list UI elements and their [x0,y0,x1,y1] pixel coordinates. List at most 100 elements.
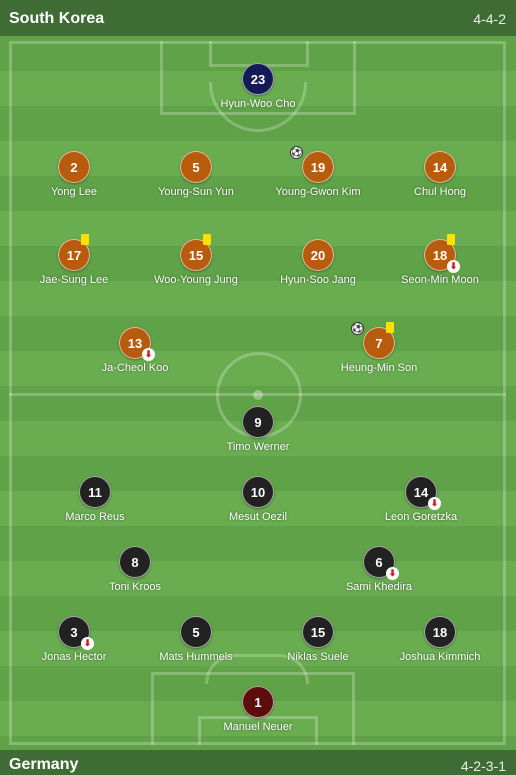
player-name[interactable]: Yong Lee [50,186,98,198]
player-number-badge[interactable]: 13⬇ [119,327,155,361]
player-number-badge[interactable]: 19⚽ [290,146,334,183]
sub-out-arrow-icon: ⬇ [447,260,460,273]
player-home-11[interactable]: 7⚽ Heung-Min Son [309,322,449,374]
sub-out-arrow-icon: ⬇ [81,637,94,650]
player-name[interactable]: Seon-Min Moon [401,274,479,286]
center-spot [253,390,263,400]
player-name[interactable]: Toni Kroos [109,581,161,593]
player-number-badge[interactable]: 15 [302,616,334,648]
player-name[interactable]: Leon Goretzka [384,511,458,523]
player-number: 8 [131,555,139,570]
player-number: 7 [375,336,383,351]
player-number-badge[interactable]: 15 [180,234,212,271]
player-away-6[interactable]: 6⬇ Sami Khedira [309,546,449,593]
player-number: 14 [413,485,429,500]
player-number: 5 [192,160,200,175]
player-number: 23 [250,72,266,87]
player-away-11[interactable]: 1 Manuel Neuer [188,686,328,733]
player-number: 17 [66,248,82,263]
sub-out-arrow-icon: ⬇ [142,348,155,361]
yellow-card-icon [81,234,89,245]
player-number: 6 [375,555,383,570]
player-home-10[interactable]: 13⬇ Ja-Cheol Koo [65,327,205,374]
player-number-badge[interactable]: 18⬇ [424,234,460,273]
player-away-1[interactable]: 9 Timo Werner [188,406,328,453]
player-number-badge[interactable]: 23 [242,63,274,95]
player-number-badge[interactable]: 14⬇ [405,476,441,510]
player-number-badge[interactable]: 14 [424,151,456,183]
away-team-name[interactable]: Germany [9,756,79,773]
player-number-badge[interactable]: 17 [58,234,90,271]
player-home-5[interactable]: 14 Chul Hong [370,151,510,198]
player-name[interactable]: Marco Reus [65,511,125,523]
away-formation: 4-2-3-1 [460,758,506,774]
player-number: 9 [254,415,262,430]
player-away-5[interactable]: 8 Toni Kroos [65,546,205,593]
sub-out-arrow-icon: ⬇ [428,497,441,510]
player-home-3[interactable]: 5 Young-Sun Yun [126,151,266,198]
home-formation: 4-4-2 [473,11,506,27]
player-name[interactable]: Timo Werner [226,441,290,453]
player-name[interactable]: Sami Khedira [345,581,413,593]
player-number: 14 [432,160,448,175]
player-number-badge[interactable]: 3⬇ [58,616,94,650]
home-team-header: South Korea 4-4-2 [0,0,516,36]
player-away-8[interactable]: 5 Mats Hummels [126,616,266,663]
player-home-8[interactable]: 20 Hyun-Soo Jang [248,239,388,286]
player-number: 15 [188,248,204,263]
player-number: 18 [432,248,448,263]
player-name[interactable]: Hyun-Soo Jang [280,274,356,286]
player-number-badge[interactable]: 6⬇ [363,546,399,580]
player-number: 18 [432,625,448,640]
player-name[interactable]: Chul Hong [414,186,466,198]
player-number-badge[interactable]: 1 [242,686,274,718]
player-name[interactable]: Young-Sun Yun [158,186,234,198]
yellow-card-icon [386,322,394,333]
player-away-9[interactable]: 15 Niklas Suele [248,616,388,663]
player-name[interactable]: Young-Gwon Kim [275,186,361,198]
player-away-2[interactable]: 11 Marco Reus [25,476,165,523]
player-away-4[interactable]: 14⬇ Leon Goretzka [351,476,491,523]
player-number-badge[interactable]: 5 [180,616,212,648]
away-team-footer: Germany 4-2-3-1 [0,750,516,775]
player-name[interactable]: Woo-Young Jung [154,274,238,286]
player-home-7[interactable]: 15 Woo-Young Jung [126,234,266,286]
player-number-badge[interactable]: 10 [242,476,274,508]
player-number-badge[interactable]: 20 [302,239,334,271]
player-home-4[interactable]: 19⚽ Young-Gwon Kim [248,146,388,198]
player-away-3[interactable]: 10 Mesut Oezil [188,476,328,523]
player-home-6[interactable]: 17 Jae-Sung Lee [4,234,144,286]
home-team-name[interactable]: South Korea [9,10,105,27]
player-number: 2 [70,160,78,175]
player-number-badge[interactable]: 9 [242,406,274,438]
player-name[interactable]: Joshua Kimmich [399,651,481,663]
yellow-card-icon [447,234,455,245]
player-number: 15 [310,625,326,640]
yellow-card-icon [203,234,211,245]
player-number-badge[interactable]: 5 [180,151,212,183]
player-name[interactable]: Manuel Neuer [223,721,293,733]
player-name[interactable]: Ja-Cheol Koo [101,362,169,374]
player-home-1[interactable]: 23 Hyun-Woo Cho [188,63,328,110]
player-name[interactable]: Jonas Hector [41,651,107,663]
player-name[interactable]: Heung-Min Son [340,362,418,374]
player-number-badge[interactable]: 8 [119,546,151,578]
player-name[interactable]: Hyun-Woo Cho [220,98,296,110]
player-name[interactable]: Mats Hummels [159,651,233,663]
player-number-badge[interactable]: 18 [424,616,456,648]
player-number: 11 [88,485,102,500]
player-away-10[interactable]: 18 Joshua Kimmich [370,616,510,663]
player-name[interactable]: Mesut Oezil [228,511,288,523]
player-number-badge[interactable]: 11 [79,476,111,508]
player-home-9[interactable]: 18⬇ Seon-Min Moon [370,234,510,286]
player-name[interactable]: Jae-Sung Lee [39,274,109,286]
sub-out-arrow-icon: ⬇ [386,567,399,580]
player-name[interactable]: Niklas Suele [287,651,349,663]
player-number-badge[interactable]: 2 [58,151,90,183]
player-number: 13 [127,336,143,351]
player-number-badge[interactable]: 7⚽ [351,322,395,359]
pitch-outline [9,41,506,745]
player-home-2[interactable]: 2 Yong Lee [4,151,144,198]
player-away-7[interactable]: 3⬇ Jonas Hector [4,616,144,663]
